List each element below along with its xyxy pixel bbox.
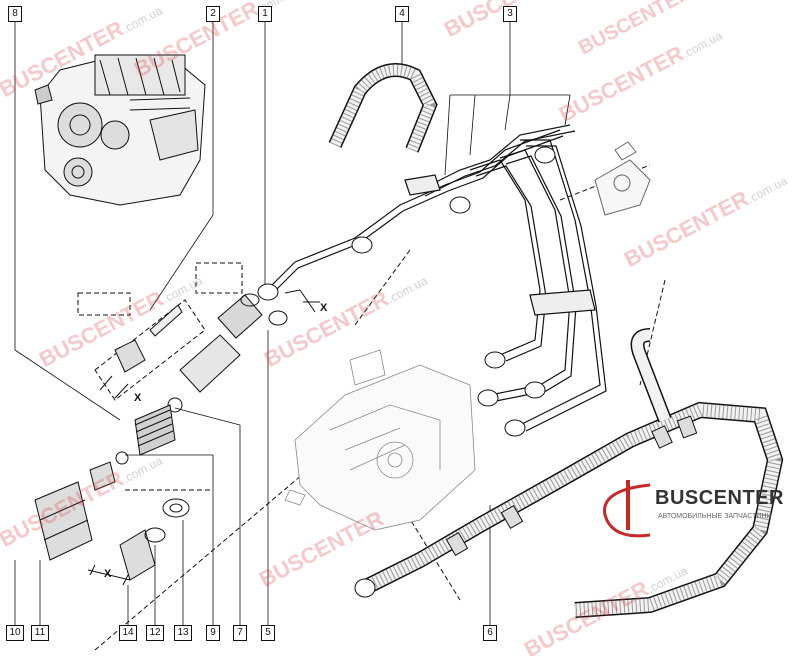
callout-2[interactable]: 2	[206, 6, 220, 22]
callout-1[interactable]: 1	[258, 6, 272, 22]
callout-13[interactable]: 13	[174, 625, 192, 641]
callout-11[interactable]: 11	[31, 625, 49, 641]
callout-7[interactable]: 7	[233, 625, 247, 641]
callout-14[interactable]: 14	[119, 625, 137, 641]
dimension-x-label: X	[104, 568, 112, 580]
callout-6[interactable]: 6	[483, 625, 497, 641]
callout-4[interactable]: 4	[395, 6, 409, 22]
return-hose-4	[328, 63, 438, 153]
logo-subtitle-text: АВТОМОБИЛЬНЫЕ ЗАПЧАСТИНИ	[658, 513, 772, 520]
dimension-x-label: X	[320, 302, 328, 314]
logo-mark	[603, 480, 651, 538]
logo-brand-text: BUSCENTER	[655, 487, 784, 509]
callout-10[interactable]: 10	[6, 625, 24, 641]
callout-5[interactable]: 5	[261, 625, 275, 641]
callout-9[interactable]: 9	[206, 625, 220, 641]
injector-assembly	[34, 289, 320, 586]
pipe-nuts	[257, 146, 556, 437]
engine-illustration	[34, 54, 206, 206]
pump-detail-inset	[594, 141, 651, 216]
fuel-return-pipe-6	[354, 328, 784, 618]
leader-lines	[14, 22, 571, 625]
dimension-x-label: X	[134, 392, 142, 404]
callout-3[interactable]: 3	[503, 6, 517, 22]
callout-12[interactable]: 12	[146, 625, 164, 641]
injection-pipes	[264, 124, 607, 432]
injection-pump	[284, 349, 476, 531]
callout-8[interactable]: 8	[8, 6, 22, 22]
